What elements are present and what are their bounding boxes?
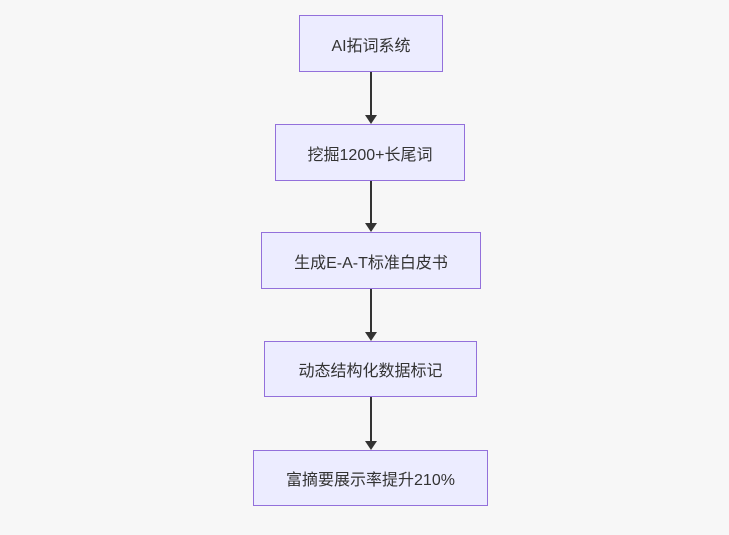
arrow-head-icon (365, 332, 377, 341)
arrow-line (370, 72, 372, 115)
flow-node-label: 富摘要展示率提升210% (286, 472, 455, 489)
flow-arrow-d-to-e (365, 397, 377, 450)
flow-arrow-c-to-d (365, 289, 377, 341)
arrow-head-icon (365, 115, 377, 124)
flow-node-rich-snippet-rate: 富摘要展示率提升210% (253, 450, 488, 506)
flow-node-label: AI拓词系统 (331, 37, 411, 55)
arrow-line (370, 397, 372, 441)
flow-node-ai-keyword-system: AI拓词系统 (299, 15, 443, 72)
flow-node-label: 挖掘1200+长尾词 (307, 146, 433, 164)
arrow-head-icon (365, 223, 377, 232)
arrow-head-icon (365, 441, 377, 450)
flow-node-eat-whitepaper: 生成E-A-T标准白皮书 (261, 232, 481, 289)
flow-arrow-a-to-b (365, 72, 377, 124)
flow-arrow-b-to-c (365, 181, 377, 232)
flow-node-label: 生成E-A-T标准白皮书 (294, 254, 448, 272)
flow-node-longtail-mining: 挖掘1200+长尾词 (275, 124, 465, 181)
arrow-line (370, 181, 372, 223)
flow-node-structured-data-markup: 动态结构化数据标记 (264, 341, 477, 397)
arrow-line (370, 289, 372, 332)
flow-node-label: 动态结构化数据标记 (298, 363, 443, 380)
